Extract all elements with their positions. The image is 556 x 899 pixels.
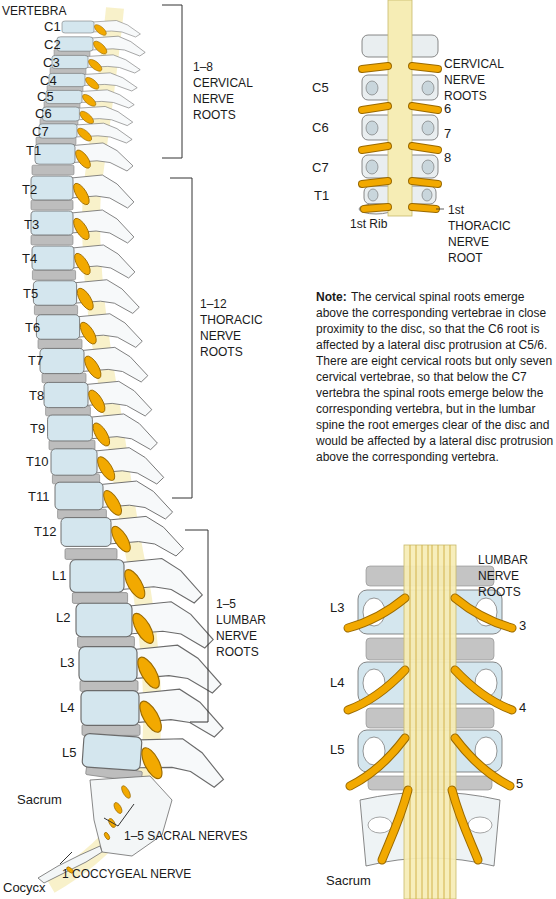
spinal-cord — [388, 0, 412, 216]
leader-line — [436, 209, 444, 210]
cauda-equina — [404, 545, 456, 899]
root-number: 7 — [444, 126, 451, 142]
vertebra — [40, 347, 148, 382]
vertebra — [32, 245, 135, 278]
vertebra — [44, 381, 152, 416]
sacral-nerves — [66, 784, 132, 874]
vertebra-label: L5 — [62, 745, 76, 761]
note-text: There are eight cervical roots but only … — [316, 353, 554, 465]
vertebra — [70, 558, 202, 603]
disc — [32, 270, 75, 280]
vertebra-label: C5 — [37, 89, 54, 105]
root-number: 8 — [444, 150, 451, 166]
vertebra-label: T11 — [28, 489, 49, 505]
vertebra — [46, 90, 134, 108]
region-label: Sacrum — [17, 792, 62, 808]
vertebra-label: L1 — [52, 568, 66, 584]
vertebra — [51, 448, 164, 484]
vertebra-label: C7 — [32, 124, 49, 140]
vertebra-label: L3 — [330, 600, 344, 616]
vertebra-label: T12 — [34, 524, 56, 540]
vertebra-label: C2 — [44, 37, 61, 53]
bracket-label: 1–8 CERVICAL NERVE ROOTS — [193, 59, 261, 123]
vertebra — [39, 123, 132, 143]
note-heading: Note: — [316, 289, 347, 305]
vertebra-label: T1 — [26, 143, 41, 159]
cauda-lines — [410, 545, 450, 899]
inset-title: LUMBAR NERVE ROOTS — [478, 552, 548, 600]
vertebra-label: C6 — [35, 106, 52, 122]
vertebra — [57, 36, 145, 56]
vertebra-label: T4 — [22, 251, 37, 267]
vertebra — [33, 280, 139, 314]
vertebra-label: C1 — [44, 19, 61, 35]
inset-title: CERVICAL NERVE ROOTS — [444, 56, 514, 104]
disc — [78, 637, 135, 648]
note-text: The cervical spinal roots emerge above t… — [316, 289, 554, 353]
vertebra-label: L2 — [56, 610, 70, 626]
vertebra-label: T10 — [26, 454, 48, 470]
vertebra-label: C7 — [312, 160, 329, 176]
vertebra — [81, 689, 223, 737]
disc — [42, 373, 86, 383]
vertebra-label: C6 — [312, 120, 329, 136]
vertebra-label: L4 — [60, 700, 74, 716]
vertebra — [49, 73, 137, 91]
disc — [31, 235, 73, 245]
region-brackets — [60, 5, 208, 864]
nerve-label: 1 COCCYGEAL NERVE — [62, 866, 191, 882]
vertebra — [31, 210, 134, 243]
vertebra-label: T6 — [25, 320, 40, 336]
vertebra — [52, 55, 140, 73]
vertebra — [48, 414, 158, 450]
root-number: 6 — [444, 101, 451, 117]
disc — [72, 593, 127, 604]
cervical-inset — [359, 0, 444, 216]
disc — [34, 305, 77, 315]
sacrum-bone — [90, 776, 172, 856]
region-label: Cocycx — [3, 880, 46, 896]
vertebra — [55, 481, 173, 519]
vertebra-label: T9 — [30, 421, 45, 437]
vertebra-label: C4 — [40, 73, 57, 89]
root-number: 5 — [516, 776, 523, 792]
nerve-label: 1–5 SACRAL NERVES — [124, 828, 247, 844]
column-heading: VERTEBRA — [2, 3, 66, 19]
vertebra-label: L3 — [60, 655, 74, 671]
disc — [38, 339, 82, 349]
vertebra-group — [31, 21, 226, 788]
disc — [32, 165, 74, 175]
vertebra — [76, 602, 213, 648]
vertebra-label: T2 — [22, 182, 37, 198]
vertebra-label: T1 — [314, 188, 329, 204]
region-label: Sacrum — [326, 873, 371, 889]
disc — [49, 440, 95, 450]
disc — [80, 681, 138, 692]
vertebra-label: T5 — [23, 286, 38, 302]
vertebra — [31, 175, 134, 208]
root-number: 3 — [519, 618, 526, 634]
vertebra-label: T7 — [28, 353, 43, 369]
disc — [65, 549, 117, 560]
part-label: 1st Rib — [350, 216, 387, 232]
vertebra — [79, 645, 221, 693]
vertebra-label: T3 — [24, 217, 39, 233]
vertebra-label: T8 — [29, 388, 44, 404]
bracket-label: 1–12 THORACIC NERVE ROOTS — [200, 296, 272, 360]
vertebra — [36, 314, 142, 348]
root-number: 4 — [519, 700, 526, 716]
vertebra — [61, 516, 184, 556]
vertebra-label: L4 — [330, 675, 344, 691]
vertebra — [43, 106, 133, 125]
disc — [31, 200, 73, 210]
vertebra — [62, 21, 140, 38]
part-label: 1st THORACIC NERVE ROOT — [448, 202, 518, 266]
vertebra-label: L5 — [330, 742, 344, 758]
vertebra-label: C3 — [43, 55, 60, 71]
vertebra — [35, 143, 133, 171]
vertebra-label: C5 — [312, 80, 329, 96]
bracket-label: 1–5 LUMBAR NERVE ROOTS — [216, 596, 284, 660]
